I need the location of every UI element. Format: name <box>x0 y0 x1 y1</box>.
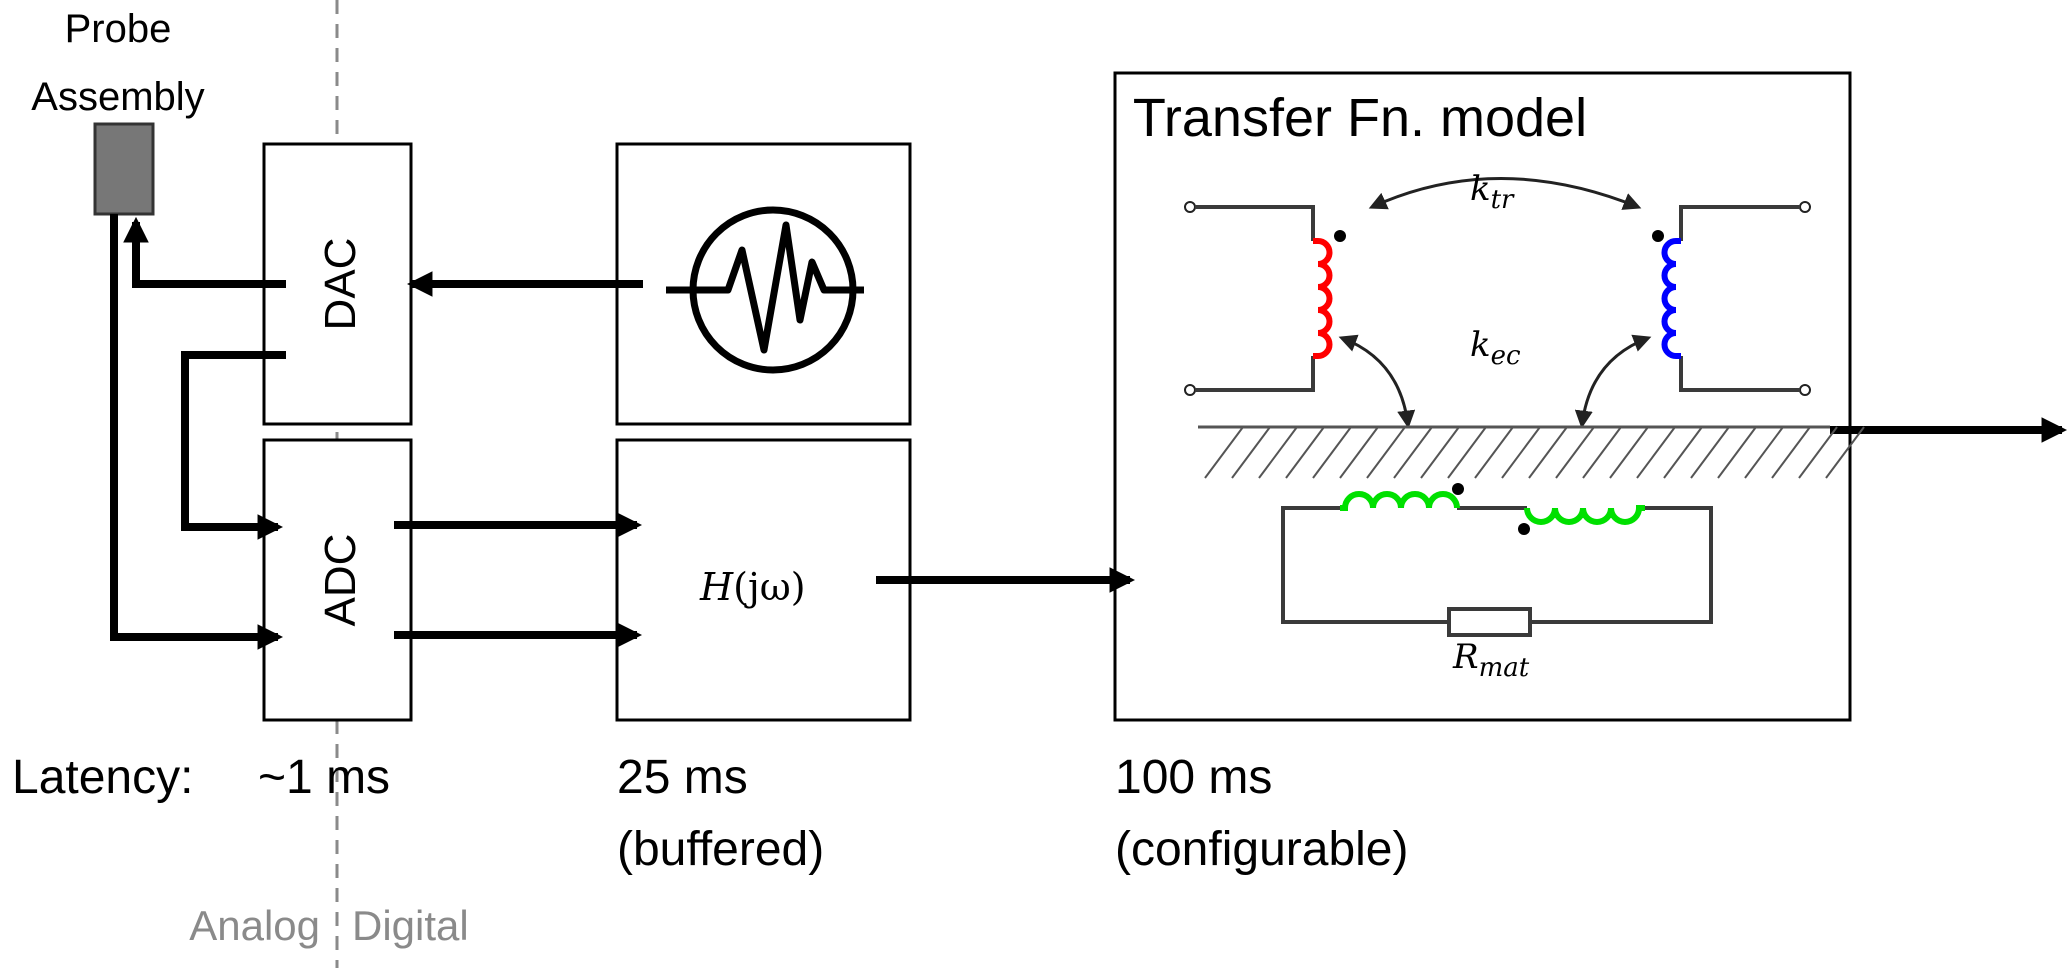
filter-block <box>615 438 912 722</box>
probe-label-line2: Assembly <box>31 75 204 119</box>
hatch-line <box>1717 426 1757 479</box>
transmit-coil <box>1313 238 1333 359</box>
arrow-probe-to-adc <box>110 214 284 650</box>
k-ec-label: kec <box>1470 325 1521 371</box>
analog-domain-label: Analog <box>189 902 320 949</box>
hatch-line <box>1744 426 1784 479</box>
hatch-line <box>1366 426 1406 479</box>
transmit-coil-dot <box>1334 230 1346 242</box>
adc-block <box>262 438 413 722</box>
model-title: Transfer Fn. model <box>1133 88 1587 148</box>
hatch-line <box>1231 426 1271 479</box>
hatch-line <box>1690 426 1730 479</box>
arrow-dac-loopback-to-adc <box>181 351 286 540</box>
hatch-line <box>1474 426 1514 479</box>
hatch-line <box>1555 426 1595 479</box>
material-surface <box>1198 425 1865 479</box>
receive-coil-circuit <box>1679 201 1811 396</box>
latency-filter-line1: 25 ms <box>617 751 748 804</box>
hatch-line <box>1339 426 1379 479</box>
hatch-line <box>1447 426 1487 479</box>
eddy-coil-left-dot <box>1452 483 1464 495</box>
material-resistor <box>1447 607 1532 637</box>
signal-generator-block <box>615 142 912 426</box>
latency-filter-line2: (buffered) <box>617 823 824 876</box>
hatch-line <box>1312 426 1352 479</box>
receive-coil-dot <box>1652 230 1664 242</box>
eddy-coil-left <box>1340 491 1460 511</box>
hatch-line <box>1285 426 1325 479</box>
adc-label: ADC <box>316 534 365 627</box>
transfer-function-label: H(jω) <box>699 565 806 609</box>
hatch-line <box>1663 426 1703 479</box>
k-tr-label: ktr <box>1470 169 1515 215</box>
latency-model-line2: (configurable) <box>1115 823 1408 876</box>
r-mat-label: Rmat <box>1452 637 1530 683</box>
latency-model-line1: 100 ms <box>1115 751 1272 804</box>
hatch-line <box>1258 426 1298 479</box>
hatch-line <box>1609 426 1649 479</box>
arrow-dac-to-probe <box>123 216 286 288</box>
receive-coil <box>1661 238 1681 359</box>
hatch-line <box>1582 426 1622 479</box>
signal-generator-icon <box>666 206 864 374</box>
hatch-line <box>1204 426 1244 479</box>
hatch-line <box>1420 426 1460 479</box>
latency-label: Latency: <box>12 751 193 804</box>
eddy-coil-right-dot <box>1518 523 1530 535</box>
hatch-line <box>1528 426 1568 479</box>
probe-label-line1: Probe <box>65 7 172 51</box>
probe-assembly <box>93 122 155 216</box>
latency-analog-digital: ~1 ms <box>258 751 390 804</box>
hatch-line <box>1798 426 1838 479</box>
hatch-line <box>1501 426 1541 479</box>
k-tr-coupling-arrow <box>1368 177 1642 210</box>
dac-block <box>262 142 413 426</box>
k-ec-coupling-arrow-right <box>1574 334 1652 429</box>
k-ec-coupling-arrow-left <box>1338 334 1416 429</box>
eddy-coil-right <box>1524 505 1645 525</box>
dac-label: DAC <box>316 238 365 331</box>
hatch-line <box>1636 426 1676 479</box>
transmit-coil-circuit <box>1184 201 1315 396</box>
digital-domain-label: Digital <box>352 902 469 949</box>
hatch-line <box>1393 426 1433 479</box>
hatch-line <box>1771 426 1811 479</box>
hatch-line <box>1825 426 1865 479</box>
